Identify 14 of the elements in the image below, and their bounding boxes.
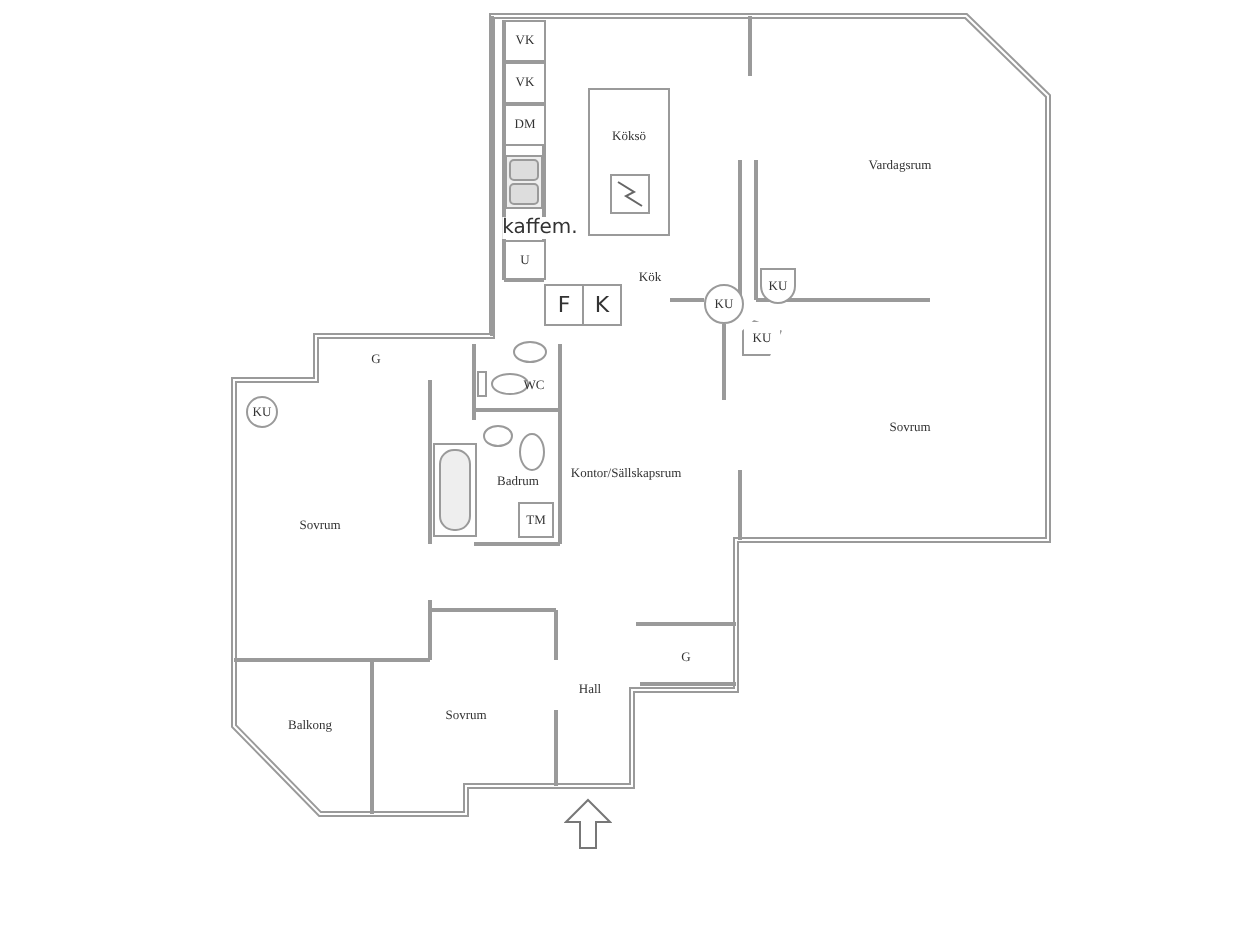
cabinet-box	[504, 20, 546, 62]
cabinet-symbol	[760, 268, 796, 304]
kitchen-island	[588, 88, 670, 236]
cabinet-box	[544, 284, 584, 326]
appliance-label: kaffem.	[502, 217, 578, 239]
fixture-label: F	[557, 292, 571, 318]
fixture-label: K	[594, 292, 610, 318]
cabinet-symbol	[704, 284, 744, 324]
cabinet-box	[504, 240, 546, 280]
cabinet-box	[518, 502, 554, 538]
cabinet-box	[582, 284, 622, 326]
cabinet-box	[504, 62, 546, 104]
cabinet-box	[504, 104, 546, 146]
cabinet-symbol	[246, 396, 278, 428]
